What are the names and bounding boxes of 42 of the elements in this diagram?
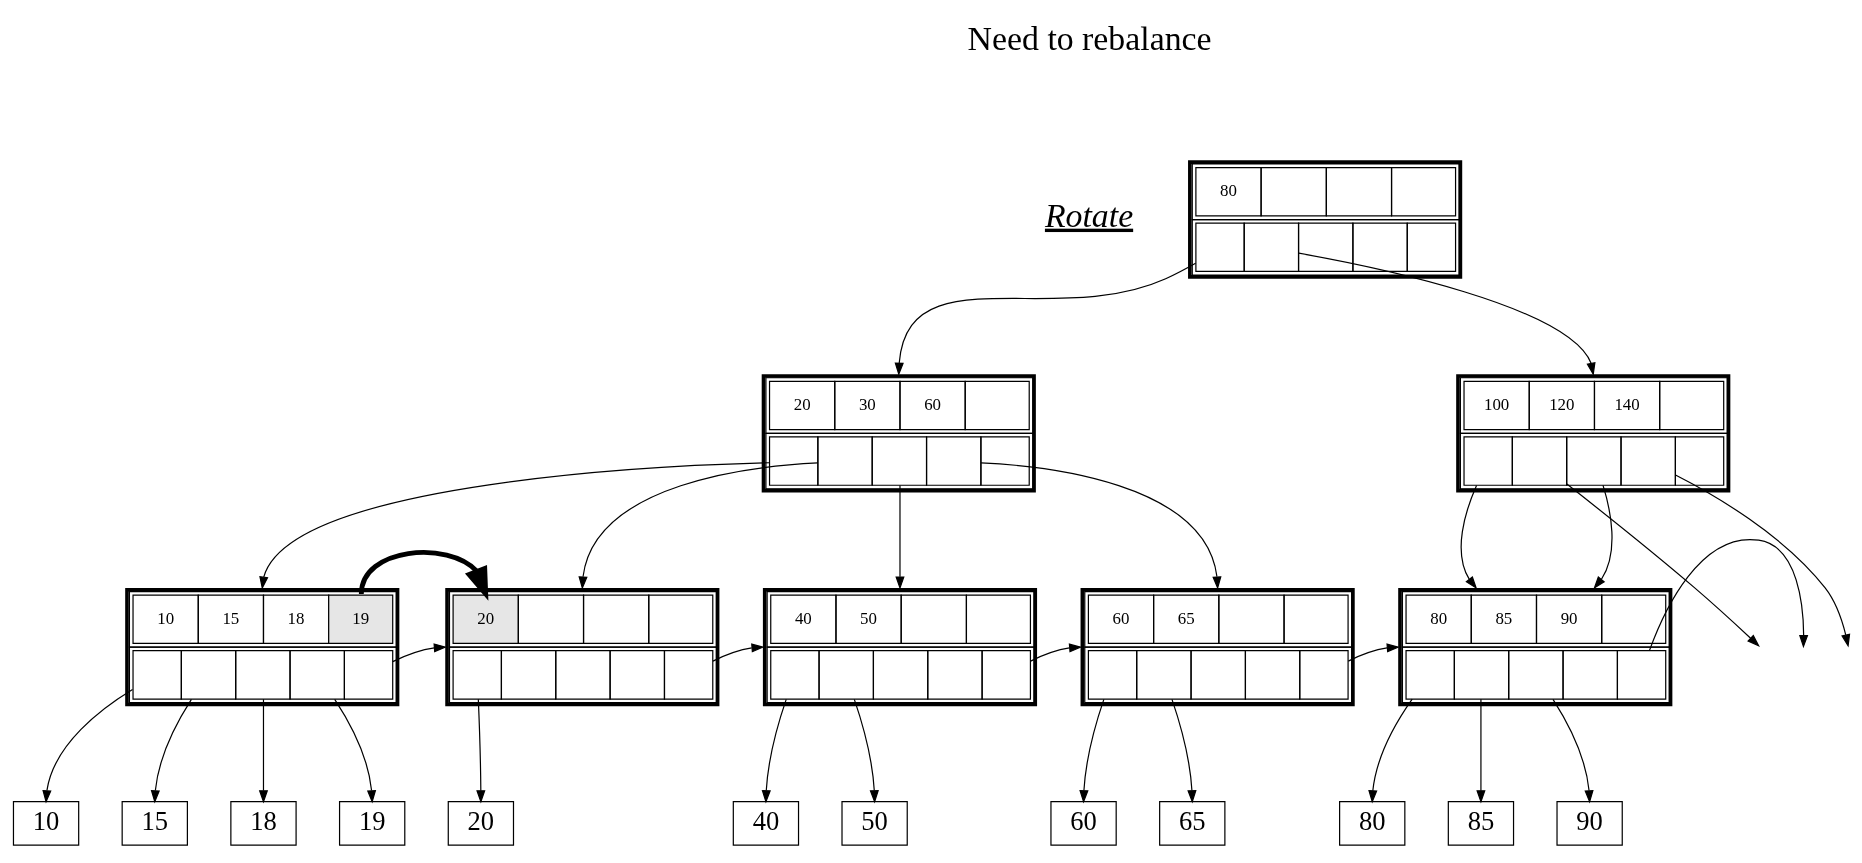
arrow (1648, 539, 1809, 652)
arrow (358, 550, 489, 601)
arrow (712, 643, 765, 662)
arrow (476, 698, 486, 804)
arrow (42, 688, 134, 804)
arrow (980, 462, 1222, 590)
arrow (1674, 474, 1851, 648)
arrow (1460, 484, 1478, 590)
arrow (1552, 698, 1594, 804)
arrow (392, 643, 448, 663)
arrow (334, 698, 377, 804)
arrow (1347, 643, 1401, 662)
label: Rotate (1044, 196, 1134, 234)
arrow (1593, 484, 1613, 590)
node-box: 50 (841, 801, 908, 846)
arrow (1476, 698, 1486, 804)
arrow (1079, 698, 1105, 804)
node-box: 19 (338, 801, 406, 846)
node-box: 60 (1050, 801, 1117, 846)
arrow (1368, 698, 1413, 804)
arrow (853, 698, 879, 804)
node-box: 10 (12, 801, 80, 846)
arrow (1030, 643, 1083, 662)
arrow (258, 698, 269, 804)
node-box: 40 (732, 801, 800, 846)
arrow (578, 462, 819, 590)
arrow (1566, 483, 1760, 648)
arrow (1171, 698, 1197, 804)
node-box: 80 (1339, 801, 1406, 846)
node-box: 90 (1556, 801, 1623, 846)
arrow (761, 698, 787, 804)
arrow (1298, 252, 1596, 376)
node-box: 18 (230, 801, 297, 846)
arrow (150, 698, 192, 804)
node-box: 85 (1447, 801, 1515, 846)
label: Need to rebalance (967, 19, 1212, 57)
arrow (894, 262, 1197, 376)
arrow (259, 462, 771, 590)
node-box: 15 (121, 801, 188, 846)
arrow (895, 484, 905, 590)
node-box: 65 (1159, 801, 1226, 846)
node-box: 20 (447, 801, 515, 846)
